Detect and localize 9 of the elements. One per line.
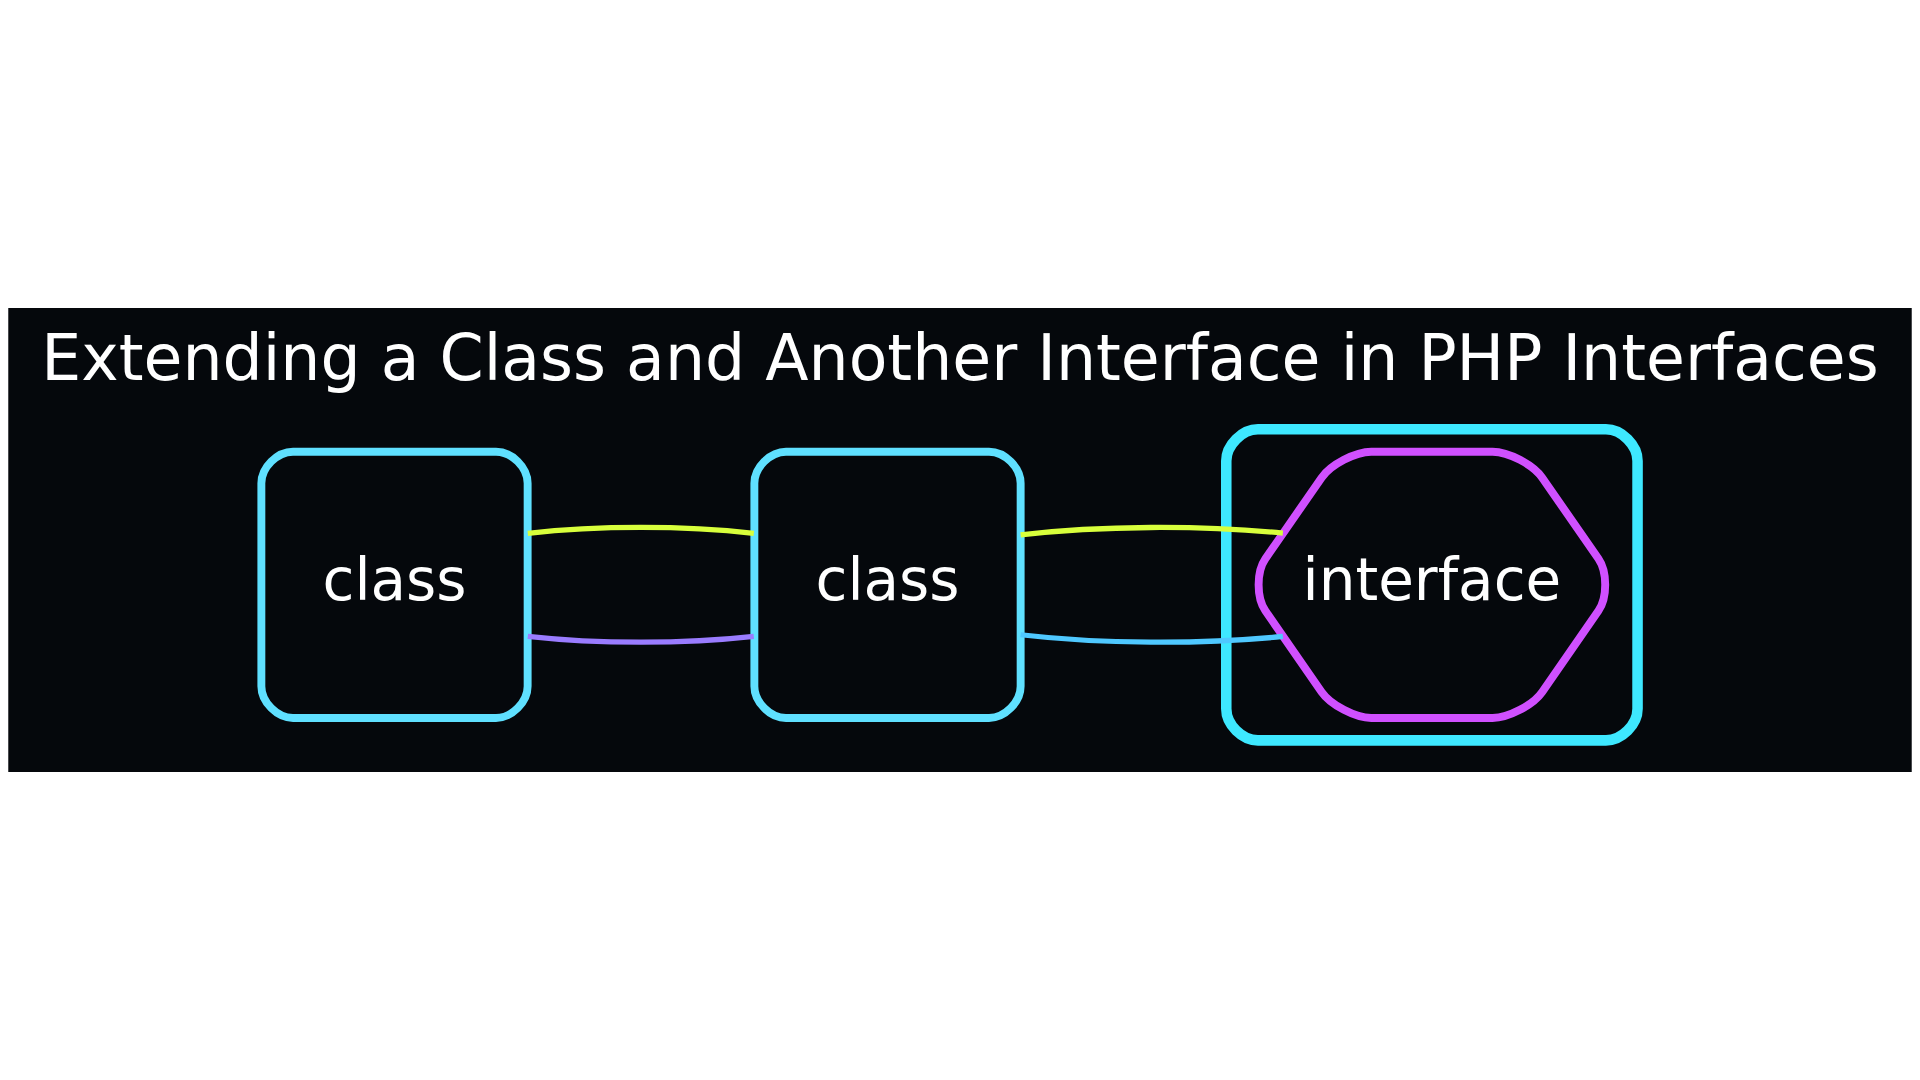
node-box: class	[257, 447, 532, 722]
connector	[1020, 524, 1284, 538]
node-box: class	[750, 447, 1025, 722]
cluster	[1221, 424, 1643, 746]
diagram-title: Extending a Class and Another Interface in PHP Interfaces	[41, 320, 1879, 395]
node-ellipse: interface	[1254, 447, 1610, 722]
connector	[527, 524, 755, 536]
connector	[1020, 632, 1284, 645]
connector	[527, 633, 755, 645]
